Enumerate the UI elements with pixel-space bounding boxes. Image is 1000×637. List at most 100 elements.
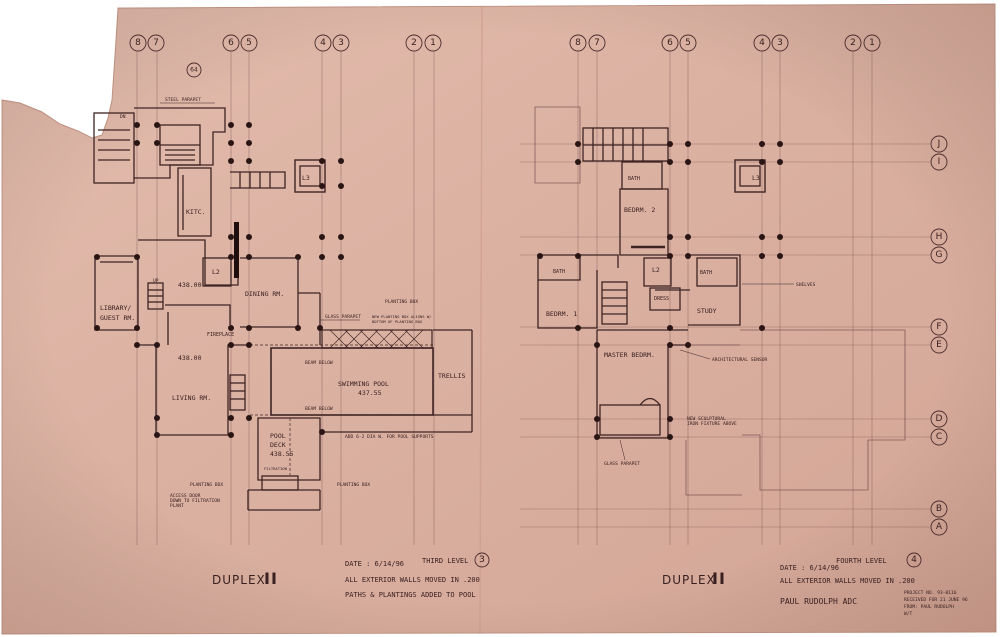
glass-parapet-note: GLASS PARAPET xyxy=(325,314,361,320)
right-room-labels: BATH BEDRM. 2 L3 BATH BEDRM. 1 L2 BATH D… xyxy=(546,174,760,359)
fourth-level-label: FOURTH LEVEL xyxy=(836,557,887,565)
planting-box-left-note: PLANTING BOX xyxy=(190,482,223,488)
planting-box-note: PLANTING BOX xyxy=(385,299,418,305)
filtration-note: FILTRATION xyxy=(264,466,288,471)
row-bubble-b: B xyxy=(936,504,942,514)
r-col-bubble-8: 8 xyxy=(575,38,581,48)
beam-below-note-2: BEAM BELOW xyxy=(305,406,333,412)
col-bubble-1: 1 xyxy=(430,38,436,48)
stamp-line-3: FROM: PAUL RUDOLPH xyxy=(904,604,954,610)
right-column-dots xyxy=(537,141,783,440)
beam-lines xyxy=(250,344,433,475)
master-bedroom-label: MASTER BEDRM. xyxy=(604,351,655,359)
row-bubble-d: D xyxy=(936,414,943,424)
row-bubble-a: A xyxy=(936,522,943,532)
trellis-label: TRELLIS xyxy=(438,372,465,380)
left-walls xyxy=(93,107,473,511)
pool-label: SWIMMING POOL xyxy=(338,380,389,388)
top-detail-number: 64 xyxy=(190,67,198,74)
bath-left-label: BATH xyxy=(553,269,565,275)
heavy-wall xyxy=(234,222,239,278)
third-level-number: 3 xyxy=(479,555,485,565)
access-door-note-3: PLANT xyxy=(170,503,184,509)
right-walls xyxy=(537,127,766,439)
left-title-block: DUPLEX II DATE : 6/14/96 THIRD LEVEL 3 A… xyxy=(212,552,490,599)
right-duplex-title: DUPLEX xyxy=(662,573,716,587)
r-col-bubble-6: 6 xyxy=(667,38,673,48)
stamp-line-2: RECEIVED FOR 21 JUNE 96 xyxy=(904,597,968,603)
r-col-bubble-4: 4 xyxy=(759,38,765,48)
left-grid-lines xyxy=(136,52,435,545)
living-elevation: 438.00 xyxy=(178,354,202,362)
core-elevation: 438.00 xyxy=(178,281,202,289)
left-room-labels: LIBRARY/ GUEST RM. KITC. DINING RM. LIVI… xyxy=(100,114,465,458)
left-duplex-title: DUPLEX xyxy=(212,573,266,587)
row-bubble-h: H xyxy=(936,232,943,242)
access-door-note: ACCESS DOOR xyxy=(170,493,201,499)
center-fold xyxy=(479,5,483,635)
pool-deck-label-2: DECK xyxy=(270,441,286,449)
right-duplex-roman: II xyxy=(712,569,726,588)
right-annotations: SHELVES ARCHITECTURAL SENSOR NEW SCULPTU… xyxy=(604,282,816,467)
row-bubble-j: J xyxy=(937,139,941,149)
dn-label: DN xyxy=(120,114,126,120)
sculptural-note: NEW SCULPTURAL xyxy=(687,416,726,422)
fourth-level-number: 4 xyxy=(911,555,917,565)
l2-elevator-label: L2 xyxy=(212,268,220,276)
living-room-label: LIVING RM. xyxy=(172,394,211,402)
bedroom-2-label: BEDRM. 2 xyxy=(624,206,655,214)
right-grid-lines xyxy=(520,52,930,545)
new-planting-box-note-2: BOTTOM OF PLANTING BOX xyxy=(372,319,423,324)
bath-top-label: BATH xyxy=(628,176,640,182)
row-bubble-i: I xyxy=(938,157,941,167)
col-bubble-3: 3 xyxy=(338,38,344,48)
col-bubble-6: 6 xyxy=(228,38,234,48)
l3-elevator-label: L3 xyxy=(302,174,310,182)
third-level-label: THIRD LEVEL xyxy=(422,557,468,565)
row-bubble-e: E xyxy=(936,340,942,350)
left-note-paths: PATHS & PLANTINGS ADDED TO POOL xyxy=(345,591,476,599)
left-plan: 8 7 6 5 4 3 2 1 64 xyxy=(93,34,490,599)
stamp-line-4: W/T xyxy=(904,611,913,617)
beam-below-note-1: BEAM BELOW xyxy=(305,360,333,366)
r-col-bubble-2: 2 xyxy=(850,38,856,48)
stamp-line-1: PROJECT NO. 93-0116 xyxy=(904,590,957,596)
r-glass-parapet-note: GLASS PARAPET xyxy=(604,461,640,467)
right-column-bubbles: 8 7 6 5 4 3 2 1 xyxy=(569,34,881,52)
row-bubble-g: G xyxy=(936,250,943,260)
access-door-note-2: DOWN TO FILTRATION xyxy=(170,498,220,504)
dining-room-label: DINING RM. xyxy=(245,290,284,298)
col-bubble-2: 2 xyxy=(411,38,417,48)
deck-elevation: 438.55 xyxy=(270,450,294,458)
left-column-dots xyxy=(94,122,344,438)
r-col-bubble-1: 1 xyxy=(869,38,875,48)
architectural-sensor-note: ARCHITECTURAL SENSOR xyxy=(712,357,768,363)
library-label: LIBRARY/ xyxy=(100,304,131,312)
left-note-walls: ALL EXTERIOR WALLS MOVED IN .200 xyxy=(345,576,480,584)
shelves-note: SHELVES xyxy=(796,282,816,288)
right-plan: 8 7 6 5 4 3 2 1 J I H G F E D C B A xyxy=(520,34,968,617)
pool-supports-note: ADD 6-2 DIA W. FOR POOL SUPPORTS xyxy=(345,434,434,440)
right-note-walls: ALL EXTERIOR WALLS MOVED IN .200 xyxy=(780,577,915,585)
study-label: STUDY xyxy=(697,307,717,315)
bedroom-1-label: BEDRM. 1 xyxy=(546,310,577,318)
right-date: DATE : 6/14/96 xyxy=(780,564,839,572)
fireplace-label: FIREPLACE xyxy=(207,332,234,338)
architect-signature: PAUL RUDOLPH ADC xyxy=(780,597,857,606)
new-planting-box-note: NEW PLANTING BOX ALIGNS W/ xyxy=(372,314,431,319)
row-bubble-f: F xyxy=(936,322,941,332)
planting-box-right-note: PLANTING BOX xyxy=(337,482,370,488)
right-title-block: DUPLEX II DATE : 6/14/96 FOURTH LEVEL 4 … xyxy=(662,552,922,606)
pool-deck-label: POOL xyxy=(270,432,286,440)
left-column-bubbles: 8 7 6 5 4 3 2 1 64 xyxy=(129,34,442,78)
right-row-bubbles: J I H G F E D C B A xyxy=(930,135,948,536)
col-bubble-4: 4 xyxy=(320,38,326,48)
r-l3-label: L3 xyxy=(752,174,760,182)
sculptural-note-2: IRON FIXTURE ABOVE xyxy=(687,421,737,427)
col-bubble-5: 5 xyxy=(246,38,252,48)
receipt-stamp: PROJECT NO. 93-0116 RECEIVED FOR 21 JUNE… xyxy=(904,590,968,617)
guest-room-label: GUEST RM. xyxy=(100,314,135,322)
left-annotations: STEEL PARAPET PLANTING BOX GLASS PARAPET… xyxy=(160,97,434,509)
